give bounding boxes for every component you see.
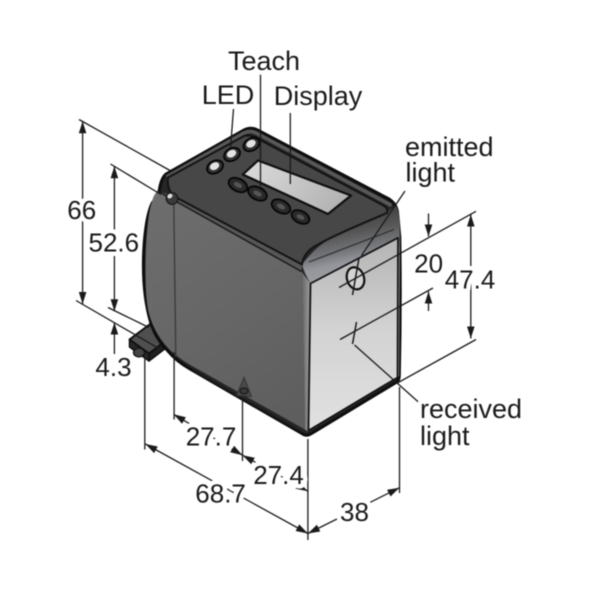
svg-text:Teach: Teach xyxy=(228,46,300,76)
svg-text:20: 20 xyxy=(414,249,443,279)
svg-text:LED: LED xyxy=(202,80,255,110)
svg-text:received: received xyxy=(420,394,522,424)
svg-text:emitted: emitted xyxy=(405,132,494,162)
svg-text:66: 66 xyxy=(67,195,96,225)
svg-text:light: light xyxy=(420,421,470,451)
svg-text:27.7: 27.7 xyxy=(186,422,237,452)
svg-text:Display: Display xyxy=(274,81,363,111)
svg-text:27.4: 27.4 xyxy=(253,460,304,490)
svg-text:4.3: 4.3 xyxy=(95,352,131,382)
svg-text:52.6: 52.6 xyxy=(88,228,139,258)
svg-text:light: light xyxy=(406,158,456,188)
svg-text:47.4: 47.4 xyxy=(445,265,496,295)
svg-text:38: 38 xyxy=(340,497,369,527)
svg-text:68.7: 68.7 xyxy=(195,479,246,509)
